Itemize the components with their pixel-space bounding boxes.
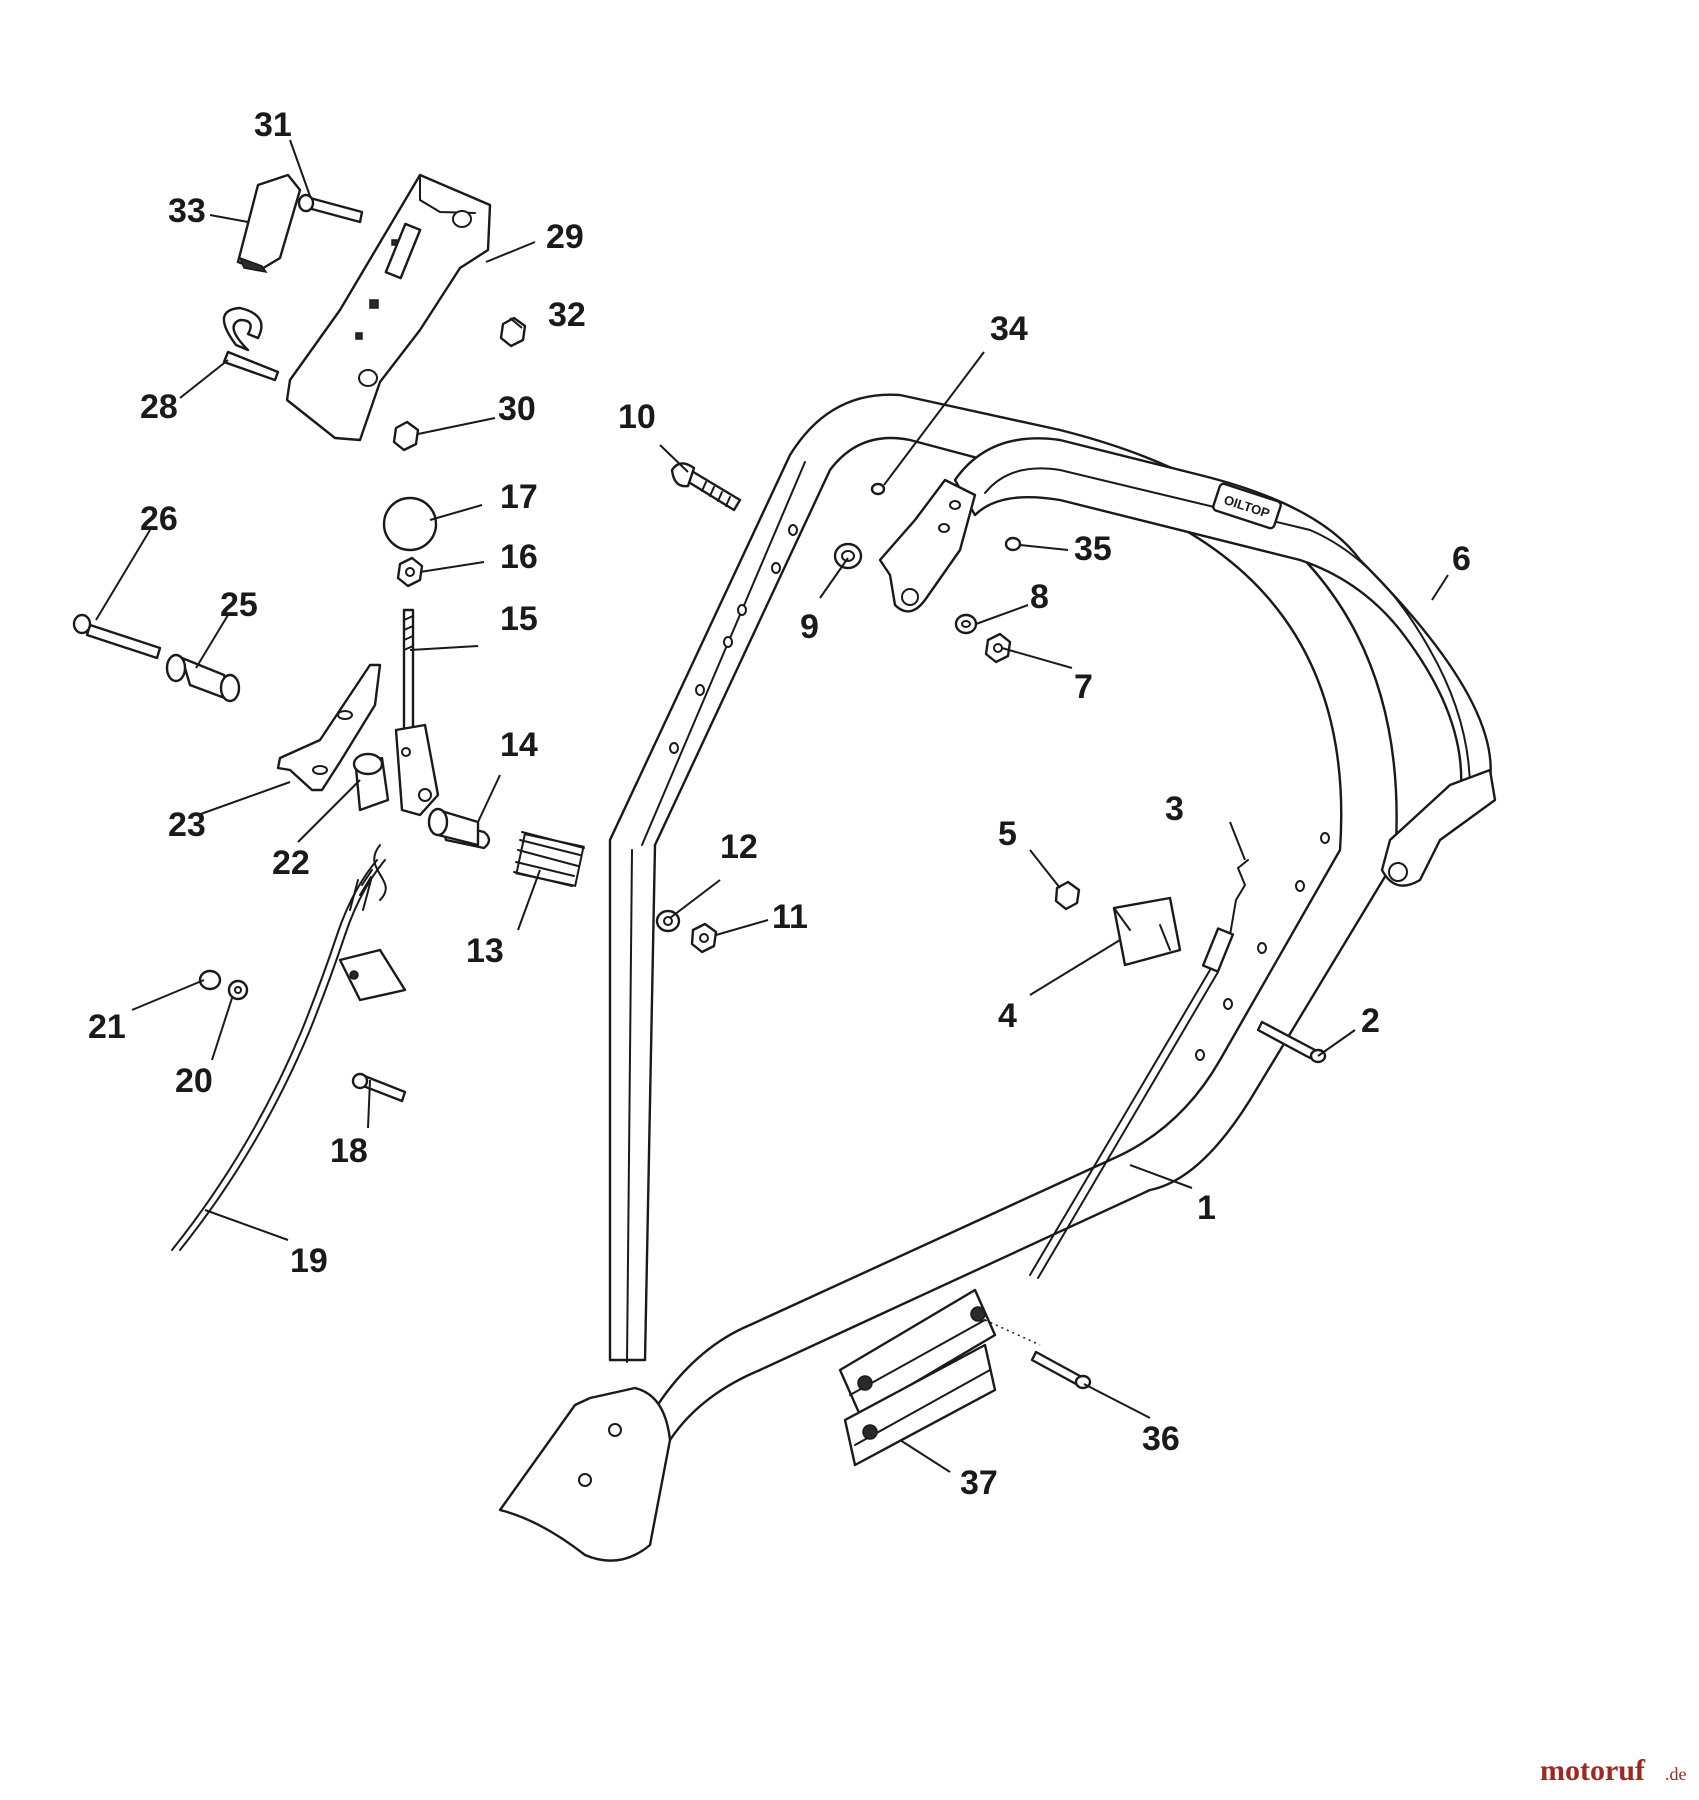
part-29-control-housing [285,173,492,442]
callout-22: 22 [272,844,310,882]
callout-21: 21 [88,1008,126,1046]
part-5-nut [1054,880,1081,911]
callout-13: 13 [466,932,504,970]
frame-holes-right [1195,832,1330,1061]
watermark-main: motoruf [1540,1754,1646,1787]
upper-handle-bar: OILTOP [953,437,1497,887]
callout-20: 20 [175,1062,213,1100]
part-19-cable [171,844,407,1251]
callout-11: 11 [772,898,808,936]
part-10-bolt [670,462,742,512]
handle-frame [498,393,1398,1562]
callout-35: 35 [1074,530,1112,568]
callout-14: 14 [500,726,538,764]
callout-12: 12 [720,828,758,866]
part-26-bolt [72,613,162,660]
callout-5: 5 [998,815,1017,853]
part-13-spring [513,831,585,887]
callout-37: 37 [960,1464,998,1502]
part-7-nut [984,632,1012,664]
part-17-knob [382,496,438,552]
callout-6: 6 [1452,540,1471,578]
callout-25: 25 [220,586,258,624]
leader-lines [95,139,1449,1473]
callout-1: 1 [1197,1189,1216,1227]
part-8-washer [954,613,978,635]
callout-15: 15 [500,600,538,638]
callout-28: 28 [140,388,178,426]
part-30-nut [392,420,420,452]
screw-34 [870,482,886,496]
callout-26: 26 [140,500,178,538]
callout-31: 31 [254,106,292,144]
part-11-nut [690,922,718,954]
bar-clamp-bracket [878,478,977,613]
callout-17: 17 [500,478,538,516]
handle-badge: OILTOP [1212,482,1282,530]
callout-29: 29 [546,218,584,256]
callout-7: 7 [1074,668,1093,706]
callout-2: 2 [1361,1002,1380,1040]
callout-3: 3 [1165,790,1184,828]
part-3-cable [1029,859,1249,1279]
part-31-screw [297,193,364,224]
callout-8: 8 [1030,578,1049,616]
part-14-spacer [427,807,491,850]
callout-33: 33 [168,192,206,230]
part-4-cable-clip [1112,896,1182,967]
frame-holes-left [669,524,798,754]
part-22-spacer [352,752,390,812]
part-20-washer [227,979,249,1001]
part-9-grommet [833,542,863,570]
callout-10: 10 [618,398,656,436]
callout-16: 16 [500,538,538,576]
part-33-lever-cover [236,173,302,274]
part-15-rod [394,608,440,817]
part-37-foot-plate [838,1288,997,1467]
part-23-bracket [276,663,382,792]
part-28-hook [222,306,280,382]
part-16-nut [396,556,424,588]
callout-19: 19 [290,1242,328,1280]
part-25-bushing [165,653,241,703]
part-18-screw [351,1072,407,1103]
callout-4: 4 [998,997,1017,1035]
callout-23: 23 [168,806,206,844]
part-21-nut [198,969,222,991]
part-36-screw [1030,1350,1092,1390]
callout-30: 30 [498,390,536,428]
watermark-suffix: .de [1665,1764,1687,1784]
callout-36: 36 [1142,1420,1180,1458]
part-35-washer [1004,536,1022,552]
callout-32: 32 [548,296,586,334]
callout-labels: 1 2 3 4 5 6 7 8 9 10 11 12 13 14 15 16 1… [88,106,1471,1502]
watermark: motoruf .de [1540,1754,1687,1787]
callout-18: 18 [330,1132,368,1170]
callout-9: 9 [800,608,819,646]
part-32-nut [499,316,527,348]
callout-34: 34 [990,310,1028,348]
